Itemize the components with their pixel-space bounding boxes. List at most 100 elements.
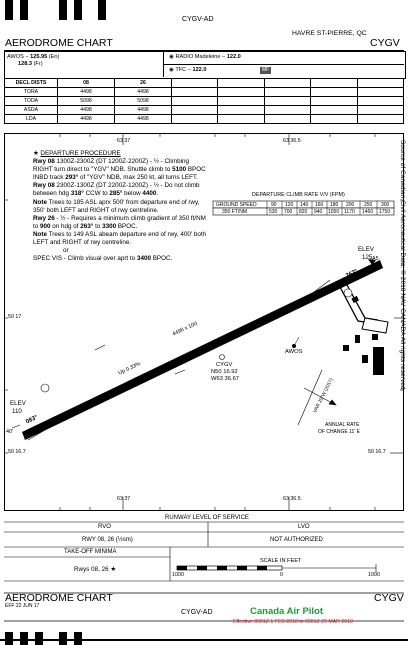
lat-lower-left: 50 16.7: [8, 449, 26, 456]
elev-label-west: ELEV: [10, 400, 26, 407]
speed-180: 180: [330, 201, 339, 208]
proc-spec-vis: SPEC VIS - Climb visual over aprt to 340…: [33, 255, 173, 263]
rate-1170: 1170: [344, 208, 355, 215]
header-rule: [4, 50, 404, 51]
registration-mark-bottom-5: [74, 632, 82, 645]
elev-value-east: 125: [362, 254, 373, 261]
proc-para-1: Rwy 08 1300Z-2300Z (DT 1200Z-2200Z) - ½ …: [33, 158, 206, 182]
data-source-note: Source of Canadian Civil Aeronautical Da…: [399, 140, 406, 390]
lvo-value: NOT AUTHORIZED: [270, 537, 323, 543]
footer-eff: EFF 22 JUN 17: [5, 603, 40, 609]
top-lon-left: 63 37: [117, 138, 131, 144]
elev-value-west: 110: [12, 408, 22, 415]
bottom-lon-right: 63 36.5: [283, 496, 301, 502]
rate-940: 940: [314, 208, 323, 215]
scale-right: 1000: [368, 572, 380, 578]
footer-chart-title: AERODROME CHART: [5, 592, 113, 604]
tfc-label: TFC –: [175, 67, 191, 73]
proc-note-2: Note Trees to 149 ASL abeam departure en…: [33, 230, 207, 247]
speed-160: 160: [315, 201, 324, 208]
speed-120: 120: [285, 201, 294, 208]
rate-1050: 1050: [328, 208, 340, 215]
climb-table-title: DEPARTURE CLIMB RATE V/V (FPM): [252, 192, 345, 198]
radio-freq: 122.0: [226, 54, 241, 60]
rate-700: 700: [284, 208, 293, 215]
var-note-1: ANNUAL RATE: [325, 422, 360, 428]
departure-procedure: ★ DEPARTURE PROCEDURE Rwy 08 1300Z-2300Z…: [33, 150, 208, 263]
chart-frame: [4, 133, 404, 511]
registration-mark-top-1: [5, 0, 13, 20]
rls-title: RUNWAY LEVEL OF SERVICE: [165, 515, 249, 521]
registration-mark-bottom-1: [5, 632, 13, 645]
tfc-icon: ◉: [169, 67, 174, 73]
awos-fr: (Fr): [33, 61, 43, 67]
arp-lat: N50 16.92: [211, 369, 238, 375]
chart-id-top: CYGV-AD: [182, 16, 214, 23]
var-note-2: OF CHANGE 11' E: [318, 429, 360, 435]
ident: CYGV: [370, 37, 400, 49]
location: HAVRE ST-PIERRE, QC: [292, 30, 367, 37]
footer-chart-id: CYGV-AD: [181, 609, 213, 616]
comms-midline: [163, 64, 404, 65]
radio-label: RADIO Madeleine –: [175, 54, 226, 60]
registration-mark-top-3: [59, 0, 67, 20]
speed-140: 140: [300, 201, 309, 208]
bottom-lon-left: 63 37: [117, 496, 131, 502]
climb-row2-label: 350 FT/NM: [222, 208, 248, 215]
awos-map-label: AWOS: [285, 349, 303, 355]
awos-freq-fr: 128.3: [18, 61, 32, 67]
label-a5: A5: [372, 256, 379, 262]
registration-mark-bottom-4: [59, 632, 67, 645]
scale-title: SCALE IN FEET: [260, 558, 302, 564]
mf-tag: MF: [260, 67, 272, 74]
scale-left: 1000: [172, 572, 184, 578]
proc-para-2: Rwy 08 2300Z-1300Z (DT 2200Z-1200Z) - ½ …: [33, 182, 200, 198]
registration-mark-top-5: [98, 0, 106, 20]
awos-label: AWOS –: [7, 54, 29, 60]
registration-mark-bottom-2: [20, 632, 28, 645]
tfc-line: ◉ TFC – 122.0: [169, 67, 206, 74]
tom-value: Rwys 08, 26 ★: [74, 566, 117, 573]
footer-brand: Canada Air Pilot: [250, 606, 324, 617]
registration-mark-bottom-3: [35, 632, 43, 645]
proc-heading-line: ★ DEPARTURE PROCEDURE: [33, 150, 121, 157]
proc-or: or: [63, 247, 69, 255]
awos-line: AWOS – 125.95 (En): [7, 54, 60, 61]
proc-heading: DEPARTURE PROCEDURE: [40, 150, 121, 157]
chart-title: AERODROME CHART: [5, 37, 113, 49]
rate-820: 820: [299, 208, 308, 215]
runway-08-26: [22, 260, 383, 440]
lat-upper: 50 17: [8, 314, 22, 321]
speed-300: 300: [381, 201, 390, 208]
scale-mid: 0: [280, 572, 283, 578]
proc-para-3: Rwy 26 - ½ - Requires a minimum climb gr…: [33, 214, 206, 230]
rate-530: 530: [269, 208, 278, 215]
proc-note-1: Note Trees to 185 ASL aprx 500' from dep…: [33, 198, 200, 214]
radio-icon: ◉: [169, 54, 174, 60]
speed-200: 200: [346, 201, 355, 208]
footer-ident: CYGV: [374, 592, 404, 604]
awos-freq-en: 125.95: [30, 54, 48, 60]
registration-mark-top-2: [20, 0, 28, 20]
awos-en: (En): [48, 54, 60, 60]
registration-mark-top-4: [74, 0, 82, 20]
bottom-rule: [0, 639, 408, 641]
label-40: 40': [6, 429, 14, 435]
rate-1460: 1460: [362, 208, 374, 215]
top-lon-right: 63 36.5: [283, 138, 301, 144]
speed-250: 250: [364, 201, 373, 208]
tom-title: TAKE-OFF MINIMA: [64, 549, 117, 555]
rvo-value: RWY 08, 26 (½sm): [82, 537, 133, 543]
radio-line: ◉ RADIO Madeleine – 122.0: [169, 54, 241, 61]
arp-lon: W63 36.67: [211, 376, 240, 382]
rate-1750: 1750: [379, 208, 391, 215]
lvo-header: LVO: [298, 524, 310, 530]
footer-effective: Effective 0901Z 1 FEB 2018 to 0901Z 29 M…: [233, 619, 353, 625]
climb-row1-label: GROUND SPEED: [216, 201, 257, 208]
speed-90: 90: [271, 201, 277, 208]
rvo-header: RVO: [98, 524, 111, 530]
awos-fr-line: 128.3 (Fr): [18, 61, 43, 68]
